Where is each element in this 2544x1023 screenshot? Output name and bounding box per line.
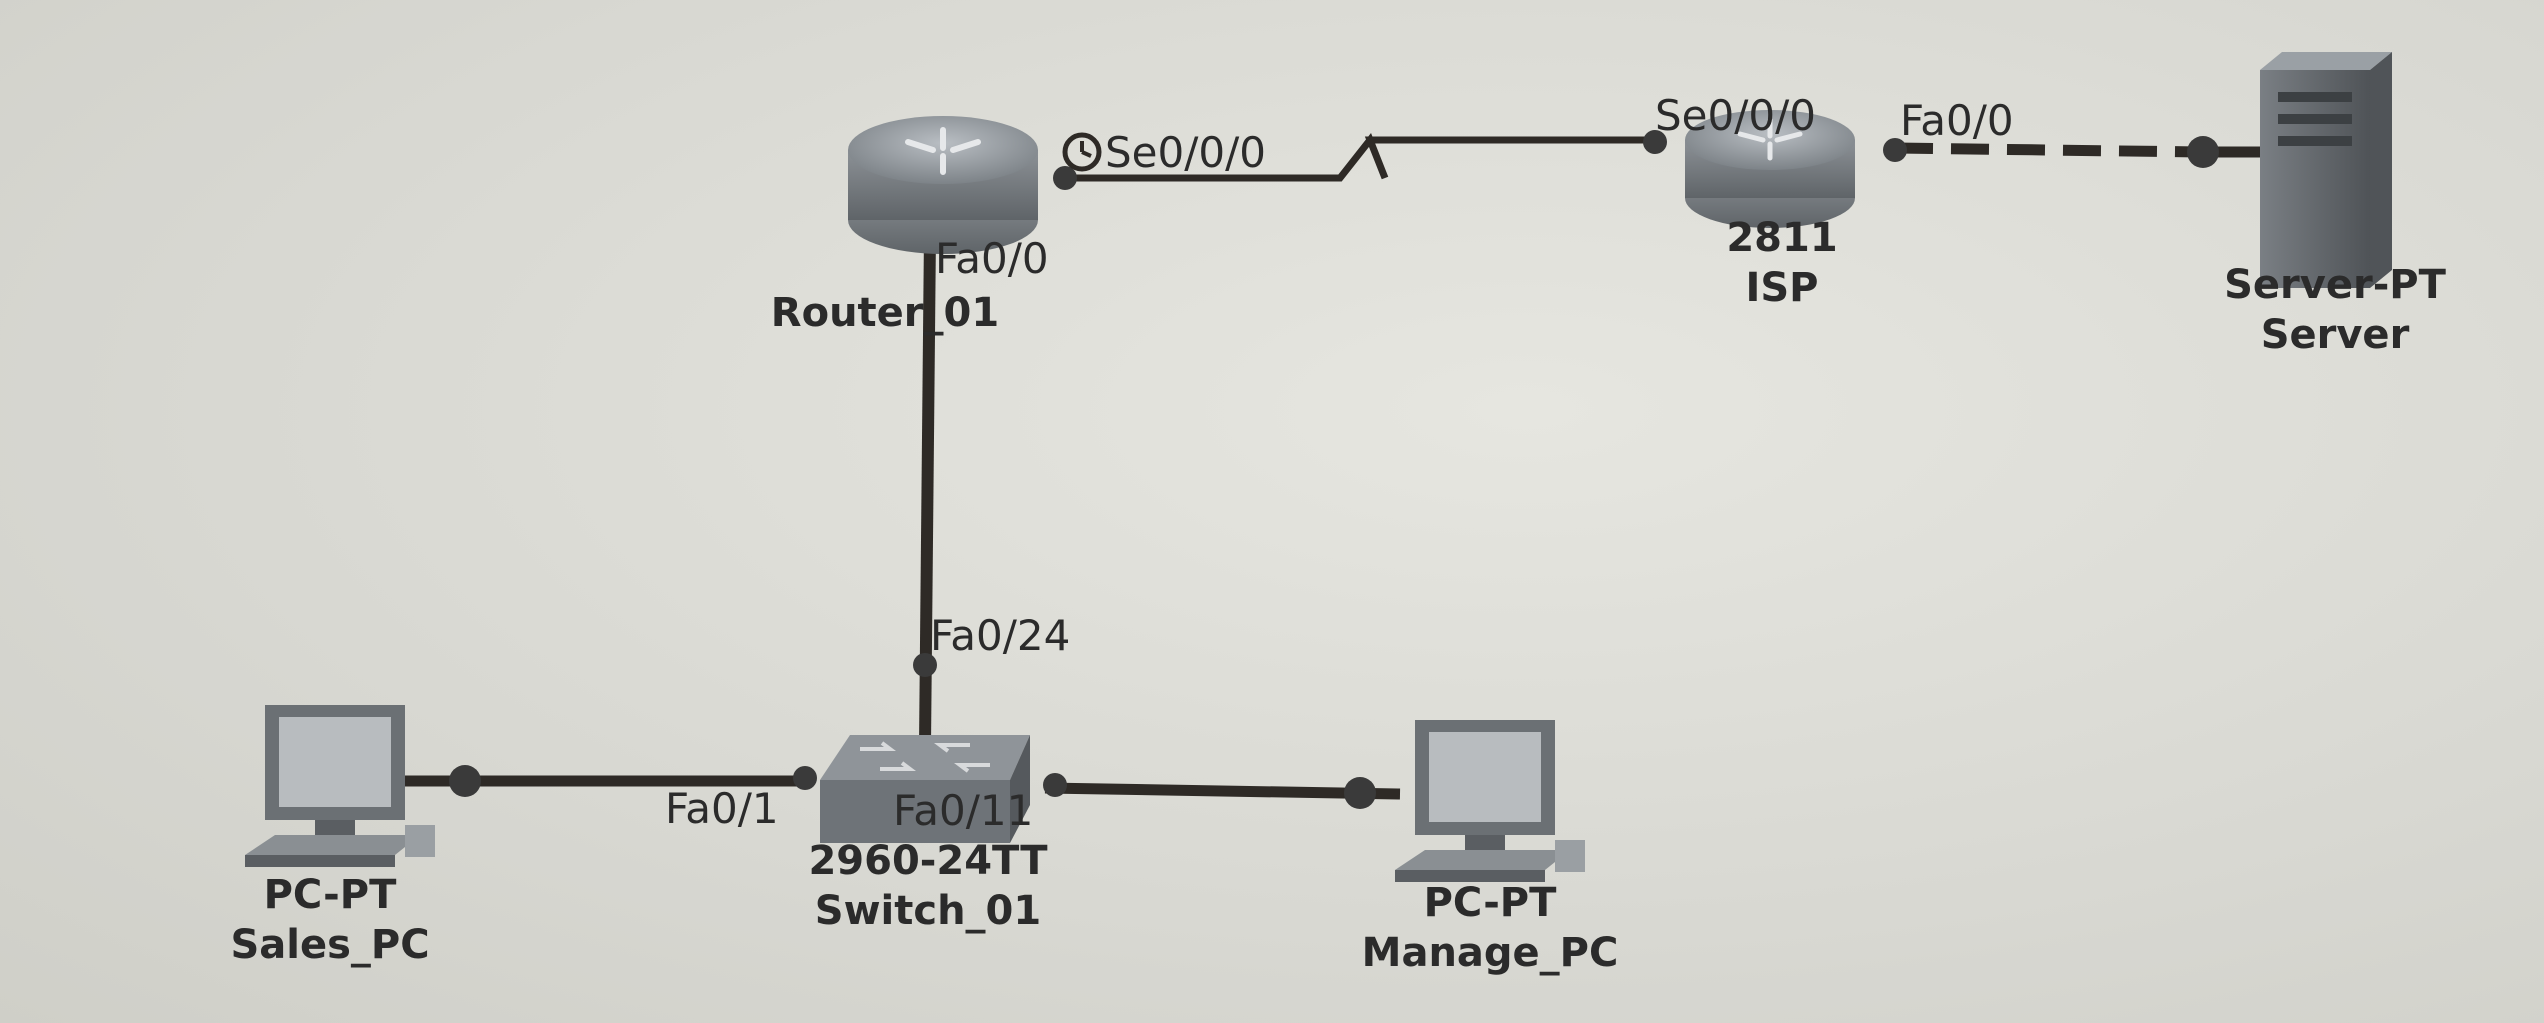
link-endpoints (449, 130, 2219, 809)
isp-name: ISP (1745, 265, 1819, 311)
port-label-router-se: Se0/0/0 (1105, 128, 1266, 177)
switch-icon[interactable] (820, 735, 1030, 843)
port-label-switch-fa1: Fa0/1 (665, 784, 779, 833)
endpoint-managepc (1344, 777, 1376, 809)
device-label-switch-01: 2960-24TT Switch_01 (808, 836, 1047, 936)
sales-pc-icon[interactable] (245, 705, 435, 867)
cables (400, 133, 2260, 800)
router-name: Router_01 (770, 290, 1000, 336)
port-label-isp-fa: Fa0/0 (1900, 96, 2014, 145)
endpoint-switch-fa11 (1043, 773, 1067, 797)
device-label-router-01: 2811 Router_01 (771, 238, 999, 338)
device-label-sales-pc: PC-PT Sales_PC (230, 870, 429, 970)
switch-model: 2960-24TT (808, 838, 1048, 884)
endpoint-switch-fa1 (793, 766, 817, 790)
manage-pc-model: PC-PT (1423, 880, 1557, 926)
endpoint-switch-fa24 (913, 653, 937, 677)
endpoint-salespc (449, 765, 481, 797)
manage-pc-icon[interactable] (1395, 720, 1585, 882)
port-label-isp-se: Se0/0/0 (1655, 91, 1816, 140)
port-label-switch-fa24: Fa0/24 (930, 611, 1071, 660)
clock-icon (1062, 132, 1102, 172)
port-label-router-fa: Fa0/0 (935, 234, 1049, 283)
router-icon[interactable] (848, 116, 1038, 254)
endpoint-router-se (1053, 166, 1077, 190)
sales-pc-name: Sales_PC (230, 922, 430, 968)
sales-pc-model: PC-PT (263, 872, 397, 918)
manage-pc-name: Manage_PC (1361, 930, 1619, 976)
endpoint-isp-fa (1883, 138, 1907, 162)
server-name: Server (2260, 312, 2410, 358)
server-icon[interactable] (2260, 52, 2392, 288)
ethernet-cable-isp-server[interactable] (1894, 142, 2201, 158)
switch-name: Switch_01 (814, 888, 1042, 934)
isp-model: 2811 (1726, 215, 1838, 261)
port-label-switch-fa11: Fa0/11 (893, 786, 1034, 835)
isp-router-icon[interactable] (1685, 110, 1855, 228)
device-label-server: Server-PT Server (2224, 260, 2446, 360)
server-model: Server-PT (2224, 262, 2446, 308)
serial-cable-router-isp[interactable] (1070, 133, 1650, 182)
device-label-isp: 2811 ISP (1726, 213, 1837, 313)
endpoint-isp-se (1643, 130, 1667, 154)
device-label-manage-pc: PC-PT Manage_PC (1362, 878, 1619, 978)
endpoint-server (2187, 136, 2219, 168)
ethernet-cable-switch-managepc[interactable] (1044, 782, 1401, 800)
